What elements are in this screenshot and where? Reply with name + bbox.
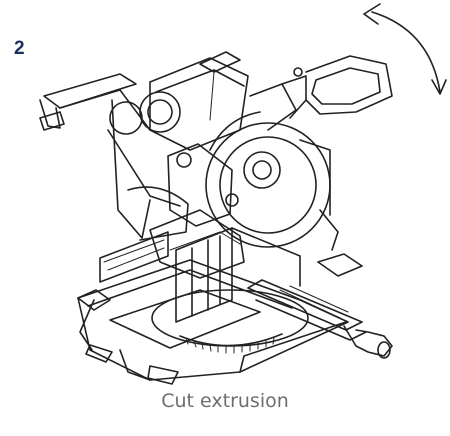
rotate-arrow-icon	[363, 3, 447, 95]
rear-arm	[39, 73, 189, 241]
caption: Cut extrusion	[161, 390, 289, 412]
saw-blade	[205, 111, 339, 251]
miter-saw-illustration	[39, 3, 447, 385]
front-extension	[247, 279, 393, 359]
handle	[249, 55, 393, 131]
step-number: 2	[14, 38, 25, 59]
turntable	[151, 289, 309, 354]
fence	[99, 227, 301, 323]
pivot-assembly	[149, 143, 245, 279]
